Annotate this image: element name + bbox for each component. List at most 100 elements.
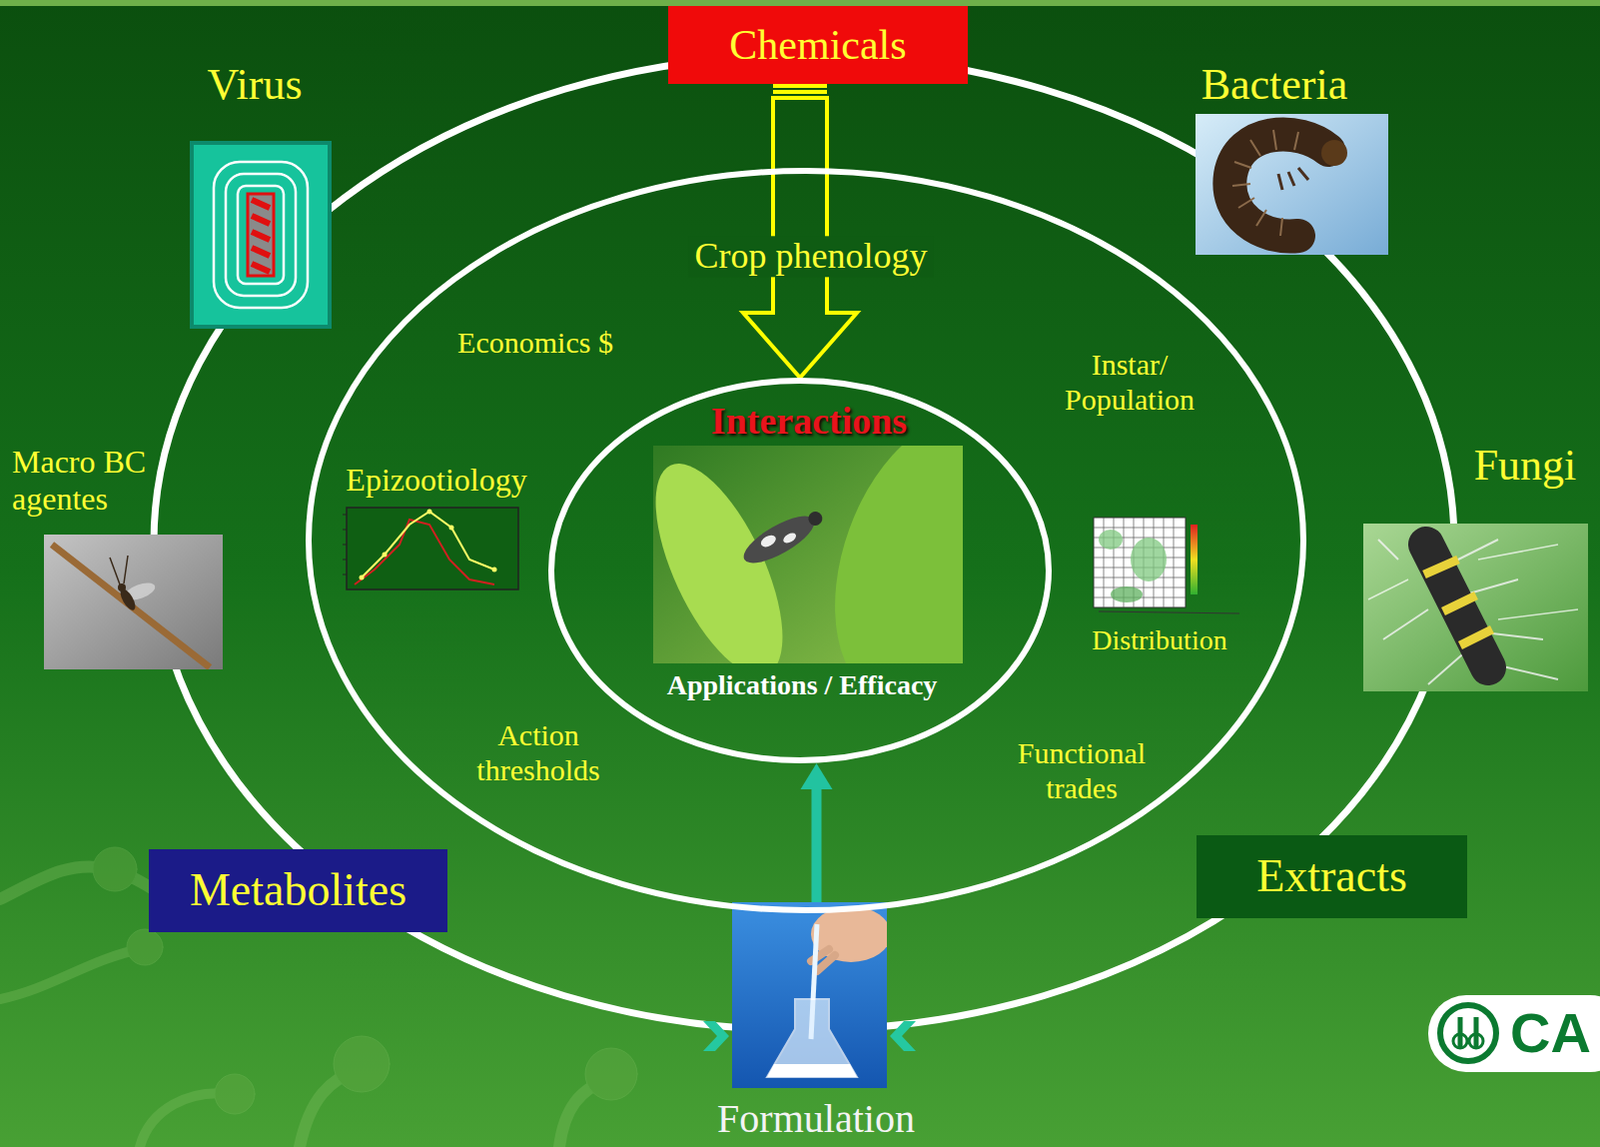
epizootiology-chart <box>342 507 519 590</box>
text-slot: Macro BC agentes <box>11 443 162 518</box>
text-slot: Extracts <box>1256 849 1408 903</box>
distribution-map <box>1093 517 1186 608</box>
epizootiology-chart <box>342 514 347 575</box>
virus-icon <box>247 193 274 276</box>
epizootiology-chart <box>382 552 388 558</box>
box-title: Chemicals <box>729 20 906 69</box>
hyphae-decoration <box>0 948 140 999</box>
cabi-logo <box>1469 1033 1484 1048</box>
photo-caption: Formulation <box>717 1095 915 1142</box>
text-slot: Metabolites <box>189 863 407 917</box>
ring-label: Distribution <box>1091 624 1227 657</box>
center-photo <box>759 532 779 550</box>
virus-icon <box>191 142 330 327</box>
agent-label: Bacteria <box>1201 59 1349 111</box>
extracts-box: Extracts <box>1196 834 1468 918</box>
arrow-bar <box>773 89 827 94</box>
center-photo <box>805 508 825 528</box>
cabi-logo <box>1428 994 1600 1072</box>
distribution-map <box>1098 611 1240 614</box>
formulation-photo <box>767 1063 857 1077</box>
center-photo <box>653 446 808 664</box>
outer-ring <box>153 54 1455 1030</box>
ellipse-outline <box>308 170 1304 910</box>
text-slot: Interactions <box>711 399 907 444</box>
formulation-node: Formulation <box>699 901 934 1145</box>
epizootiology-chart <box>449 525 455 531</box>
ellipse-outline <box>551 380 1049 761</box>
arrow-bar <box>773 83 827 88</box>
outer-ring <box>153 54 1455 1030</box>
macro-bc-photo <box>109 555 128 585</box>
fungi-photo <box>1368 544 1579 620</box>
formulation-photo <box>732 901 887 1088</box>
distribution-map <box>1098 529 1123 550</box>
logo-text: CA <box>1510 1000 1592 1065</box>
epizootiology-chart <box>346 507 519 590</box>
chemicals-box: Chemicals <box>668 5 968 84</box>
metabolites-box: Metabolites <box>148 848 448 932</box>
ring-label: Action thresholds <box>448 718 629 788</box>
inner-ellipse: InteractionsApplications / Efficacy <box>548 377 1052 764</box>
distribution-map <box>1093 517 1240 614</box>
ellipse-frame <box>305 167 1307 913</box>
text-slot: Fungi <box>1474 440 1578 492</box>
text-slot: Instar/ Population <box>1024 347 1235 417</box>
macro-bc-photo <box>117 583 126 592</box>
fungi-photo <box>1378 539 1559 685</box>
epizootiology-chart <box>359 575 365 581</box>
connector-arrow <box>743 85 857 378</box>
hyphae-decoration <box>333 1035 390 1092</box>
text-slot: Chemicals <box>729 20 906 69</box>
epizootiology-chart <box>361 511 495 578</box>
hyphae-decoration <box>585 1047 638 1100</box>
cabi-logo <box>1453 1033 1468 1048</box>
distribution-map <box>1190 524 1198 595</box>
virus-icon <box>213 161 308 308</box>
text-slot: Bacteria <box>1201 59 1349 111</box>
center-photo <box>737 507 820 572</box>
text-slot: Crop phenology <box>689 235 934 277</box>
virus-icon <box>237 185 284 284</box>
text-slot: Functional trades <box>991 736 1172 805</box>
ring-label: Crop phenology <box>689 235 934 277</box>
chevron-marks <box>703 1020 730 1051</box>
core-title: Interactions <box>711 399 907 444</box>
text-slot: Economics $ <box>457 325 614 361</box>
hyphae-decoration <box>214 1073 255 1114</box>
agent-label: Fungi <box>1474 440 1578 492</box>
core-caption: Applications / Efficacy <box>667 669 938 702</box>
bacteria-photo <box>1232 129 1299 236</box>
macro-bc-photo <box>43 534 223 670</box>
epizootiology-chart <box>492 567 498 573</box>
arrow-shaft <box>811 789 822 902</box>
bacteria-photo <box>1321 139 1348 166</box>
ring-label: Functional trades <box>991 736 1172 805</box>
formulation-photo <box>767 998 857 1077</box>
text-slot: Distribution <box>1091 624 1227 657</box>
ring-label: Epizootiology <box>345 461 527 499</box>
epizootiology-chart <box>427 509 433 515</box>
text-slot: Action thresholds <box>448 718 629 788</box>
text-slot: Virus <box>206 59 302 111</box>
cabi-logo <box>1428 994 1600 1072</box>
fungi-photo <box>1424 559 1493 646</box>
agent-label: Macro BC agentes <box>11 443 162 518</box>
cabi-logo <box>1440 1004 1497 1061</box>
box-title: Extracts <box>1256 849 1408 903</box>
text-slot: Formulation <box>717 1095 915 1142</box>
box-title: Metabolites <box>189 863 407 917</box>
distribution-map <box>1130 537 1167 582</box>
text-slot: Epizootiology <box>345 461 527 499</box>
fungi-photo <box>1363 523 1589 692</box>
hyphae-decoration <box>0 846 638 1147</box>
bacteria-photo <box>1195 113 1389 255</box>
center-photo <box>653 445 963 664</box>
macro-bc-photo <box>43 534 223 670</box>
text-slot: Applications / Efficacy <box>667 669 938 702</box>
center-photo <box>737 502 828 572</box>
connector-arrow <box>800 763 833 902</box>
middle-ellipse: Crop phenologyEconomics $ Instar/ Populat… <box>305 167 1307 913</box>
